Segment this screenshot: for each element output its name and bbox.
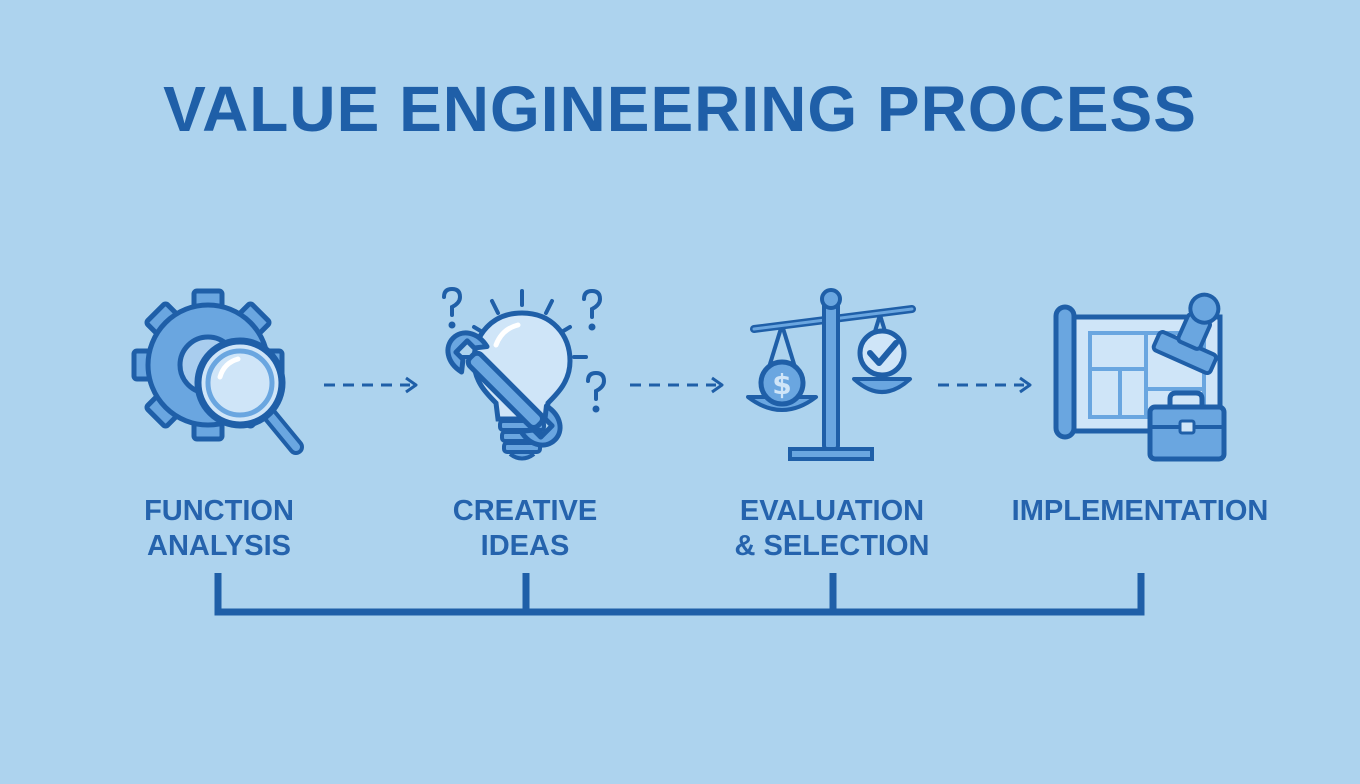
step-label-line: CREATIVE [452, 495, 598, 527]
step-label-line: & SELECTION [734, 530, 930, 562]
step-label-function-analysis: FUNCTION ANALYSIS [89, 494, 349, 564]
page-title: VALUE ENGINEERING PROCESS [163, 73, 1197, 145]
dashed-arrow-3 [938, 376, 1032, 394]
step-label-line: IDEAS [480, 530, 570, 562]
step-label-evaluation-selection: EVALUATION & SELECTION [702, 494, 962, 564]
balance-scale-icon: $ [746, 288, 916, 461]
step-label-line: FUNCTION [144, 495, 294, 527]
step-label-creative-ideas: CREATIVE IDEAS [395, 494, 655, 564]
step-label-implementation: IMPLEMENTATION [1010, 494, 1270, 529]
dashed-arrow-2 [630, 376, 724, 394]
step-label-line: ANALYSIS [147, 530, 291, 562]
step-label-line: IMPLEMENTATION [1011, 495, 1269, 527]
gear-magnifier-icon [131, 288, 304, 455]
step-label-line: EVALUATION [739, 495, 925, 527]
blueprint-toolbox-icon [1053, 292, 1227, 462]
svg-text:$: $ [772, 368, 791, 401]
dashed-arrow-1 [324, 376, 418, 394]
lightbulb-wrench-icon [442, 286, 607, 461]
